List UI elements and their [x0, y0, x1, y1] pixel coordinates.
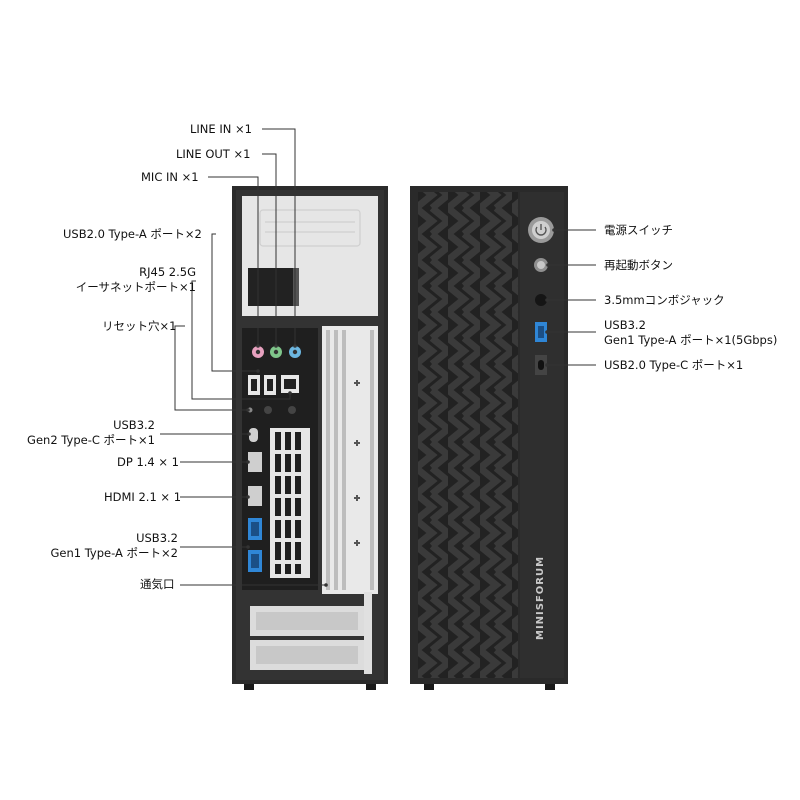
label-usb32-gen1-line1: USB3.2 — [136, 531, 178, 545]
label-usb32-gen1: USB3.2 Gen1 Type-A ポート×2 — [0, 531, 178, 561]
vent-grill — [322, 326, 378, 594]
label-rj45: RJ45 2.5G イーサネットポート×1 — [40, 265, 196, 295]
power-inlet — [248, 268, 294, 306]
label-rj45-line1: RJ45 2.5G — [139, 265, 196, 279]
back-foot-right — [366, 684, 376, 690]
dp-port — [248, 452, 262, 472]
label-usb32-gen1-line2: Gen1 Type-A ポート×2 — [50, 546, 178, 560]
label-audio: 3.5mmコンボジャック — [604, 293, 725, 307]
front-foot-left — [424, 684, 434, 690]
front-mesh — [418, 192, 518, 678]
front-panel-strip — [520, 192, 564, 678]
label-dp: DP 1.4 × 1 — [117, 455, 179, 469]
label-usb32-gen2: USB3.2 Gen2 Type-C ポート×1 — [0, 418, 155, 448]
label-usb32-gen2-line1: USB3.2 — [113, 418, 155, 432]
usb-c-gen2-port — [249, 428, 258, 442]
audio-jack — [535, 294, 547, 306]
back-foot-left — [244, 684, 254, 690]
label-vent: 通気口 — [140, 577, 175, 591]
label-usb20-a: USB2.0 Type-A ポート×2 — [63, 227, 202, 241]
brand-logo: MINISFORUM — [535, 555, 546, 640]
label-mic-in: MIC IN ×1 — [141, 170, 199, 184]
label-reset: リセット穴×1 — [102, 319, 177, 333]
label-front-usb32-line1: USB3.2 — [604, 318, 646, 332]
label-power: 電源スイッチ — [604, 223, 673, 237]
label-front-usb20-c: USB2.0 Type-C ポート×1 — [604, 358, 744, 372]
label-rj45-line2: イーサネットポート×1 — [75, 280, 196, 294]
label-front-usb32-line2: Gen1 Type-A ポート×1(5Gbps) — [604, 333, 778, 347]
label-line-out: LINE OUT ×1 — [176, 147, 251, 161]
label-line-in: LINE IN ×1 — [190, 122, 252, 136]
front-foot-right — [545, 684, 555, 690]
label-usb32-gen2-line2: Gen2 Type-C ポート×1 — [27, 433, 155, 447]
label-front-usb32: USB3.2 Gen1 Type-A ポート×1(5Gbps) — [604, 318, 777, 348]
label-restart: 再起動ボタン — [604, 258, 673, 272]
label-hdmi: HDMI 2.1 × 1 — [104, 490, 182, 504]
hdmi-port — [248, 486, 262, 506]
